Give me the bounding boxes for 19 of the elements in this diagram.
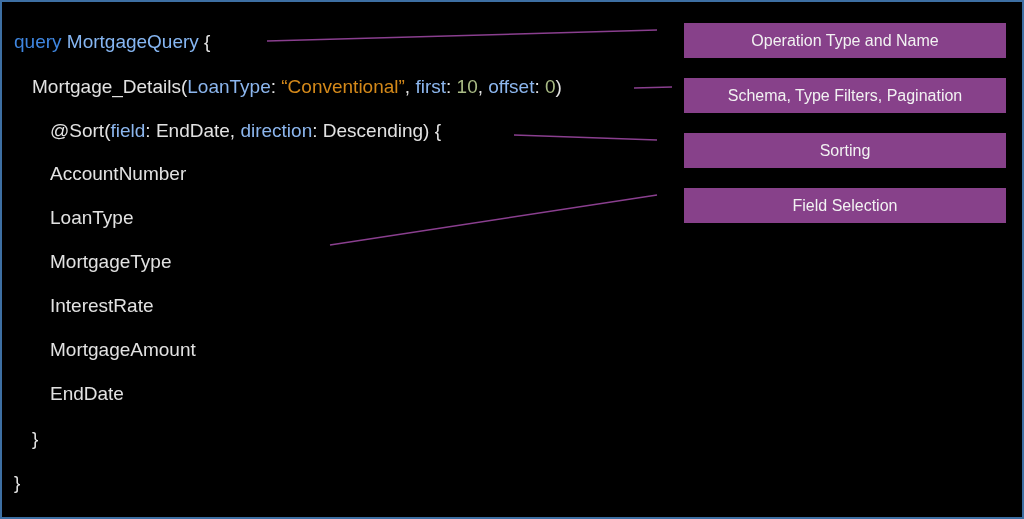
code-line: EndDate [50, 382, 124, 406]
label-box: Operation Type and Name [684, 23, 1006, 58]
label-box: Schema, Type Filters, Pagination [684, 78, 1006, 113]
label-box: Sorting [684, 133, 1006, 168]
code-line: LoanType [50, 206, 134, 230]
leader-line [266, 29, 658, 42]
code-line: @Sort(field: EndDate, direction: Descending) { [50, 119, 442, 143]
label-box: Field Selection [684, 188, 1006, 223]
code-line: } [14, 471, 21, 495]
leader-line [329, 194, 658, 246]
code-line: MortgageAmount [50, 338, 196, 362]
code-line: Mortgage_Details(LoanType: “Conventional”, first: 10, offset: 0) [32, 75, 562, 99]
code-line: } [32, 427, 39, 451]
leader-line [633, 86, 673, 89]
leader-line [513, 134, 658, 141]
code-line: MortgageType [50, 250, 172, 274]
code-line: InterestRate [50, 294, 154, 318]
code-line: query MortgageQuery { [14, 30, 211, 54]
code-line: AccountNumber [50, 162, 187, 186]
